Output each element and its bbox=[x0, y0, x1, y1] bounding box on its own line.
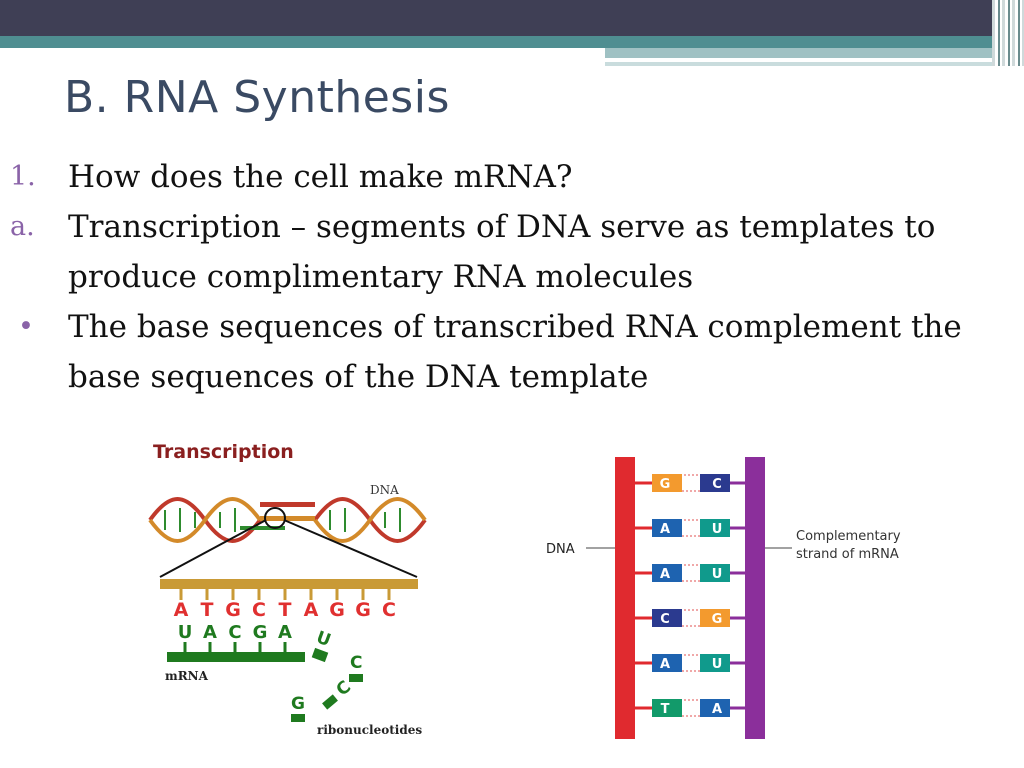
bullet-text: Transcription – segments of DNA serve as… bbox=[68, 209, 936, 295]
dna-base-letter: C bbox=[382, 599, 396, 621]
teal-stripe-thin bbox=[605, 62, 1000, 66]
rna-base-block bbox=[700, 609, 730, 627]
rna-base-block bbox=[700, 474, 730, 492]
teal-stripe bbox=[0, 36, 1024, 48]
dna-base-letter: A bbox=[304, 599, 319, 621]
rna-base-block bbox=[700, 564, 730, 582]
ribonucleotides-label: ribonucleotides bbox=[317, 723, 422, 737]
dna-base-letter: G bbox=[329, 599, 345, 621]
rna-base-letter: G bbox=[253, 622, 268, 643]
dna-base-letter: T bbox=[201, 599, 214, 621]
rna-base-letter: C bbox=[228, 622, 241, 643]
rna-base-letter: A bbox=[712, 702, 722, 717]
mrna-backbone bbox=[745, 457, 765, 739]
rna-base-letter: U bbox=[712, 657, 723, 672]
bullet-list: 1. How does the cell make mRNA? a. Trans… bbox=[10, 152, 1010, 402]
dna-base-letter: T bbox=[661, 702, 670, 717]
rna-base-letter: A bbox=[203, 622, 217, 643]
rna-base-letter: U bbox=[712, 567, 723, 582]
rna-base-letter: G bbox=[712, 612, 723, 627]
mrna-strand-label-line2: strand of mRNA bbox=[796, 547, 899, 562]
dna-helix bbox=[148, 497, 427, 543]
teal-stripe-light bbox=[605, 48, 1000, 58]
zoom-line bbox=[159, 519, 267, 578]
dna-base-letter: G bbox=[355, 599, 371, 621]
rna-base-letter: U bbox=[712, 522, 723, 537]
dna-backbone bbox=[615, 457, 635, 739]
transcription-heading: Transcription bbox=[153, 441, 294, 463]
dna-label: DNA bbox=[370, 483, 399, 497]
mrna-strand-label-line1: Complementary bbox=[796, 529, 901, 544]
dna-base-block bbox=[652, 564, 682, 582]
dna-base-block bbox=[652, 474, 682, 492]
rna-base-block bbox=[700, 519, 730, 537]
rna-base-block bbox=[700, 699, 730, 717]
bullet-marker: • bbox=[18, 311, 34, 342]
svg-text:G: G bbox=[291, 694, 305, 714]
dna-base-letter: C bbox=[660, 612, 670, 627]
bullet-marker: 1. bbox=[10, 161, 36, 192]
dna-base-block bbox=[652, 699, 682, 717]
decorative-edge bbox=[992, 0, 1024, 66]
dna-strand-label: DNA bbox=[546, 542, 575, 557]
rna-base-letter: U bbox=[178, 622, 193, 643]
bullet-marker: a. bbox=[10, 211, 35, 242]
dna-base-block bbox=[652, 519, 682, 537]
bullet-text: How does the cell make mRNA? bbox=[68, 159, 573, 195]
rna-base-block bbox=[700, 654, 730, 672]
dna-base-letter: C bbox=[252, 599, 266, 621]
dna-base-ticks bbox=[179, 589, 391, 600]
mrna-label: mRNA bbox=[165, 669, 209, 683]
bullet-item: • The base sequences of transcribed RNA … bbox=[10, 302, 1010, 402]
dna-base-letter: G bbox=[660, 477, 671, 492]
free-ribonucleotide: G bbox=[291, 694, 305, 722]
dna-base-block bbox=[652, 654, 682, 672]
bullet-item: a. Transcription – segments of DNA serve… bbox=[10, 202, 1010, 302]
free-ribonucleotide: U bbox=[311, 627, 334, 663]
mrna-ticks bbox=[183, 642, 287, 652]
dna-base-letter: A bbox=[174, 599, 189, 621]
dna-base-letter: A bbox=[660, 522, 670, 537]
dna-base-letter: A bbox=[660, 567, 670, 582]
bullet-item: 1. How does the cell make mRNA? bbox=[10, 152, 1010, 202]
svg-text:U: U bbox=[314, 627, 334, 651]
rna-base-letter: C bbox=[712, 477, 722, 492]
free-ribonucleotide: C bbox=[349, 653, 363, 682]
mrna-strand bbox=[167, 652, 305, 662]
bullet-text: The base sequences of transcribed RNA co… bbox=[68, 309, 962, 395]
rna-base-letter: A bbox=[278, 622, 292, 643]
dna-base-block bbox=[652, 609, 682, 627]
dna-base-letter: A bbox=[660, 657, 670, 672]
dna-template-strand bbox=[160, 579, 418, 589]
svg-text:C: C bbox=[350, 653, 362, 673]
slide-title: B. RNA Synthesis bbox=[64, 72, 450, 123]
zoom-line bbox=[283, 519, 418, 578]
top-banner bbox=[0, 0, 1024, 36]
dna-base-letter: T bbox=[279, 599, 292, 621]
dna-base-letter: G bbox=[225, 599, 241, 621]
